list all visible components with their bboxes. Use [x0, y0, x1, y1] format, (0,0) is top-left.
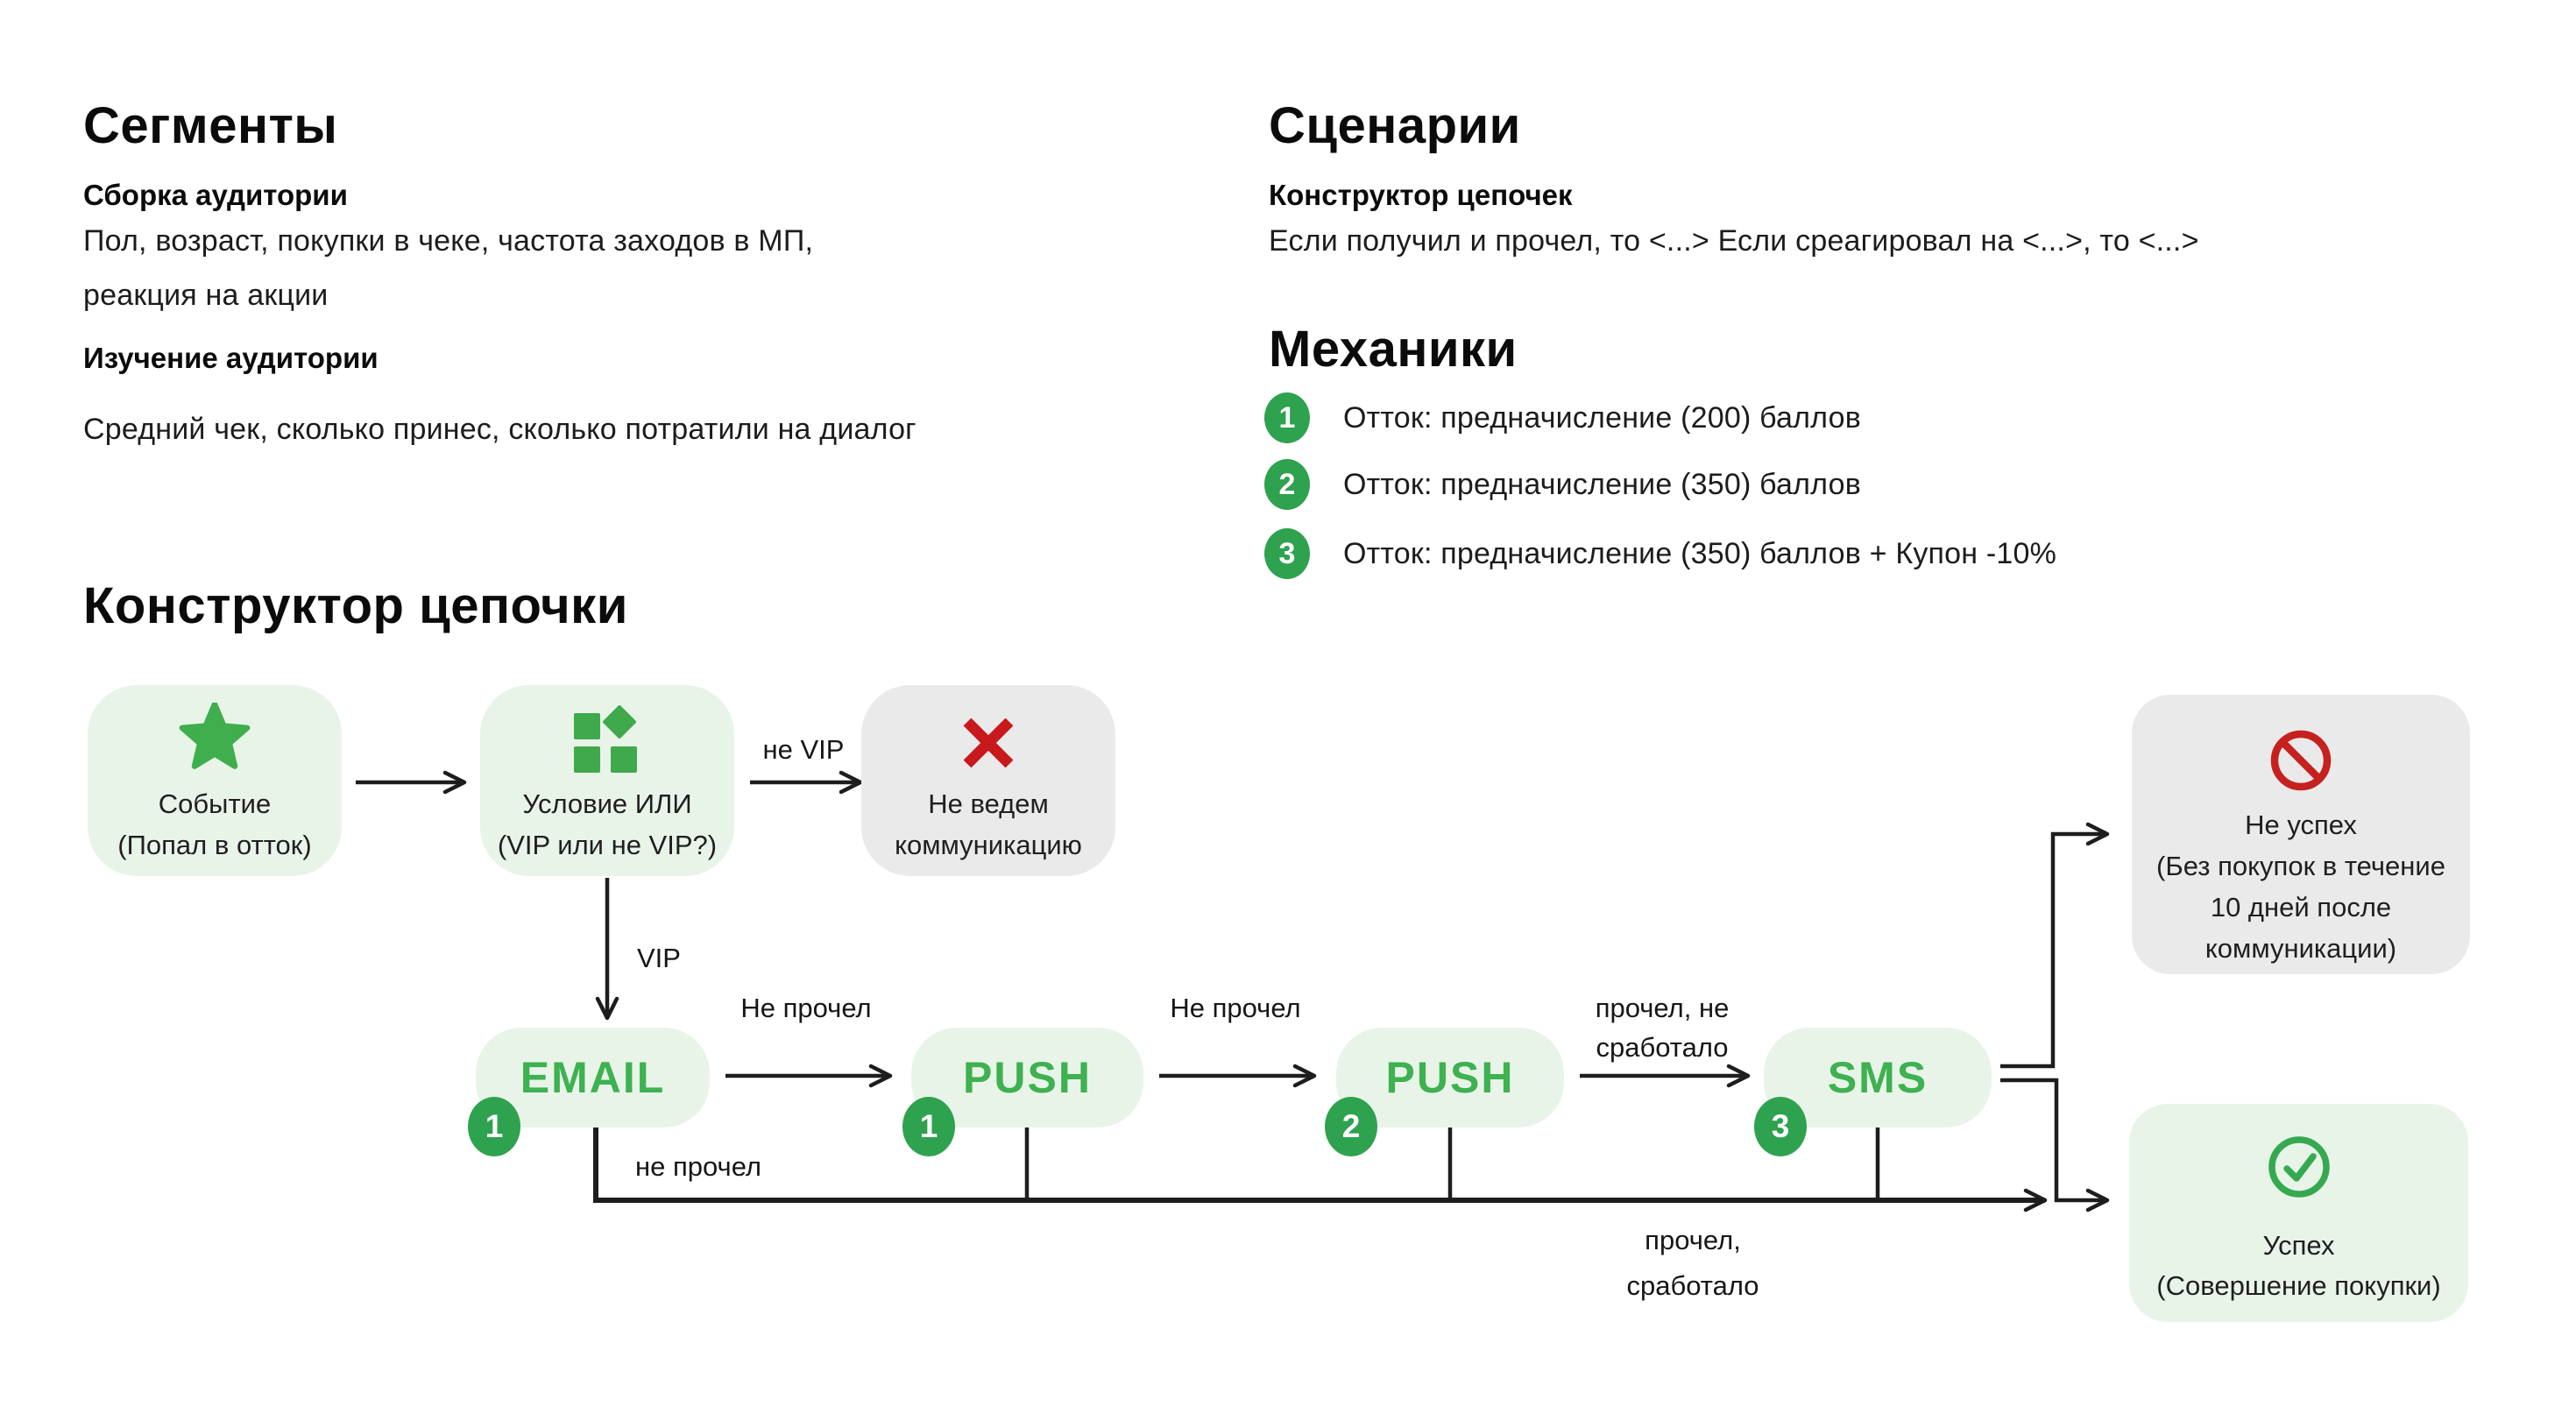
event-node: Событие (Попал в отток) [88, 685, 342, 876]
cross-icon [963, 718, 1014, 768]
mechanics-text-2: Отток: предначисление (350) баллов [1343, 467, 1861, 501]
fail-node-line2: (Без покупок в течение [2156, 851, 2445, 881]
bypass-stubs [1024, 1128, 1880, 1198]
edge-label-read-worked-2: сработало [1626, 1270, 1759, 1301]
arrow-to-success [2000, 1078, 2110, 1212]
channel-push-1: PUSH [911, 1028, 1143, 1128]
edge-label-read-worked-1: прочел, [1645, 1225, 1741, 1255]
event-node-sublabel: (Попал в отток) [117, 830, 312, 860]
mechanic-badge-push-1: 1 [902, 1097, 955, 1156]
fail-node-line4: коммуникации) [2204, 933, 2397, 964]
success-node-sublabel: (Совершение покупки) [2156, 1270, 2441, 1301]
mechanics-bullet-1: 1 [1264, 392, 1310, 443]
segments-sub2-title: Изучение аудитории [83, 342, 379, 374]
mechanic-badge-email: 1 [468, 1097, 520, 1156]
edge-label-read-no-work-2: сработало [1596, 1032, 1729, 1063]
segments-sub1-line2: реакция на акции [83, 279, 329, 312]
scenarios-text: Если получил и прочел, то <...> Если сре… [1269, 224, 2199, 258]
channel-push-2: PUSH [1336, 1028, 1564, 1128]
mechanics-bullet-3: 3 [1264, 528, 1310, 579]
star-icon [179, 703, 251, 769]
arrow-sms-to-fail [2000, 822, 2110, 1069]
edge-label-vip: VIP [637, 943, 681, 973]
edge-label-not-read-2: Не прочел [1170, 993, 1301, 1023]
event-node-label: Событие [158, 788, 272, 819]
fail-node-line3: 10 дней после [2210, 892, 2392, 923]
edge-label-not-read-bypass: не прочел [635, 1151, 762, 1182]
fail-node-label: Не успех [2245, 809, 2357, 840]
mechanics-bullet-2: 2 [1264, 459, 1310, 510]
mechanics-text-3: Отток: предначисление (350) баллов + Куп… [1343, 536, 2057, 570]
segments-title: Сегменты [83, 97, 338, 154]
success-node-label: Успех [2262, 1230, 2335, 1261]
mechanics-item-1: 1 Отток: предначисление (200) баллов [1264, 392, 1861, 443]
no-communication-node: Не ведем коммуникацию [861, 685, 1115, 876]
no-communication-label: Не ведем [928, 788, 1049, 819]
fail-node: Не успех (Без покупок в течение 10 дней … [2132, 695, 2470, 974]
mechanic-badge-push-2: 2 [1325, 1097, 1377, 1156]
condition-or-icon [574, 705, 637, 773]
success-node: Успех (Совершение покупки) [2129, 1104, 2468, 1322]
edge-label-not-read-1: Не прочел [740, 993, 872, 1023]
constructor-title: Конструктор цепочки [83, 577, 628, 634]
scenarios-title: Сценарии [1269, 97, 1521, 154]
condition-node-label: Условие ИЛИ [522, 788, 692, 819]
mechanics-title: Механики [1269, 321, 1518, 378]
bypass-line [593, 1128, 2048, 1212]
segments-sub1-title: Сборка аудитории [83, 179, 348, 211]
check-circle-icon [2268, 1136, 2330, 1198]
mechanics-item-2: 2 Отток: предначисление (350) баллов [1264, 459, 1861, 510]
condition-node-sublabel: (VIP или не VIP?) [497, 830, 718, 860]
mechanics-text-1: Отток: предначисление (200) баллов [1343, 400, 1861, 435]
segments-sub2-text: Средний чек, сколько принес, сколько пот… [83, 413, 916, 446]
mechanics-item-3: 3 Отток: предначисление (350) баллов + К… [1264, 528, 2056, 579]
segments-sub1-line1: Пол, возраст, покупки в чеке, частота за… [83, 224, 814, 258]
mechanic-badge-sms: 3 [1754, 1097, 1807, 1156]
no-communication-sublabel: коммуникацию [895, 830, 1082, 860]
edge-label-not-vip: не VIP [762, 734, 845, 765]
prohibition-icon [2270, 730, 2332, 791]
edge-label-read-no-work-1: прочел, не [1595, 993, 1730, 1023]
condition-node: Условие ИЛИ (VIP или не VIP?) [480, 685, 734, 876]
scenarios-sub-title: Конструктор цепочек [1269, 179, 1573, 211]
